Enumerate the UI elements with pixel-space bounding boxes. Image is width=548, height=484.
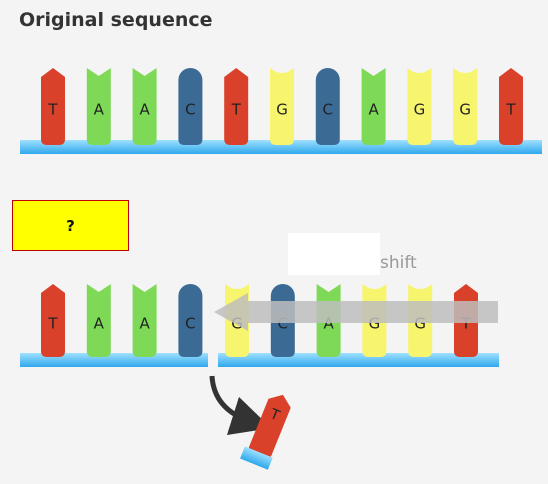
original-base-10: G	[453, 68, 478, 145]
removed-base: T	[240, 394, 291, 470]
original-base-2: A	[86, 68, 111, 145]
original-base-9-shape	[407, 68, 432, 145]
original-base-4-shape	[178, 68, 203, 145]
right-base-4-label: G	[369, 315, 381, 333]
question-box: ?	[12, 200, 129, 251]
original-base-7-label: C	[323, 101, 333, 119]
curve-arrow	[209, 375, 272, 436]
shift-label: shift	[380, 253, 417, 273]
original-base-2-label: A	[94, 101, 105, 119]
original-base-6: G	[270, 68, 294, 145]
original-base-4: C	[178, 68, 203, 145]
original-base-6-shape	[270, 68, 294, 145]
left-base-2: A	[86, 284, 111, 357]
original-base-3-label: A	[139, 101, 150, 119]
original-base-5: T	[224, 68, 249, 145]
left-base-3: A	[132, 284, 157, 357]
removed-backbone	[240, 446, 273, 470]
original-base-8: A	[361, 68, 386, 145]
left-base-2-label: A	[94, 315, 105, 333]
original-base-10-label: G	[459, 101, 471, 119]
original-base-6-label: G	[276, 101, 288, 119]
original-base-9: G	[407, 68, 432, 145]
shift-arrow-shape	[214, 293, 498, 331]
right-base-6-label: T	[460, 315, 471, 333]
right-base-3-label: A	[323, 315, 334, 333]
original-base-1-shape	[41, 68, 65, 145]
original-base-9-label: G	[414, 101, 426, 119]
original-base-3: A	[132, 68, 157, 145]
left-base-1: T	[41, 284, 65, 357]
original-base-5-label: T	[231, 101, 242, 119]
left-base-3-shape	[132, 284, 157, 357]
original-base-11: T	[499, 68, 523, 145]
original-base-3-shape	[132, 68, 157, 145]
original-base-11-shape	[499, 68, 523, 145]
removed-base-shape	[248, 394, 291, 459]
original-base-5-shape	[224, 68, 249, 145]
right-base-2-label: C	[278, 315, 288, 333]
left-base-3-label: A	[139, 315, 150, 333]
original-base-11-label: T	[505, 101, 516, 119]
shift-arrow	[214, 293, 498, 331]
left-base-2-shape	[86, 284, 111, 357]
original-base-7: C	[315, 68, 340, 145]
left-base-4: C	[178, 284, 203, 357]
diagram-title: Original sequence	[19, 9, 213, 31]
left-base-1-label: T	[47, 315, 58, 333]
original-base-4-label: C	[185, 101, 195, 119]
question-mark: ?	[66, 216, 75, 235]
original-base-1: T	[41, 68, 65, 145]
original-base-7-shape	[315, 68, 340, 145]
original-base-10-shape	[453, 68, 478, 145]
original-base-2-shape	[86, 68, 111, 145]
original-base-8-shape	[361, 68, 386, 145]
blank-label-box	[288, 233, 380, 275]
removed-group: T	[209, 375, 291, 470]
original-base-8-label: A	[368, 101, 379, 119]
left-base-1-shape	[41, 284, 65, 357]
left-base-4-label: C	[185, 315, 195, 333]
left-base-4-shape	[178, 284, 203, 357]
right-base-5-label: G	[414, 315, 426, 333]
left-backbone	[20, 353, 208, 367]
original-base-1-label: T	[47, 101, 58, 119]
